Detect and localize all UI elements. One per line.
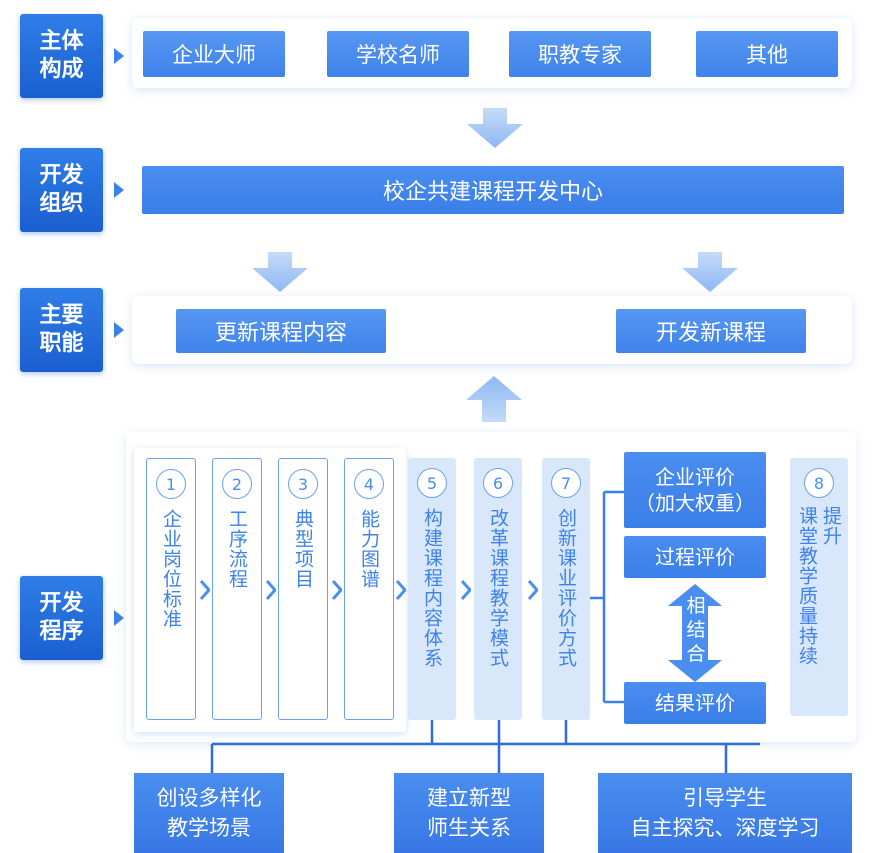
step-number: 3 bbox=[288, 469, 318, 499]
step-6-card: 6 改革课程教学模式 bbox=[474, 458, 522, 720]
step-number: 8 bbox=[804, 468, 834, 498]
row-label-functions: 主要 职能 bbox=[20, 288, 103, 372]
step-text: 构建课程内容体系 bbox=[421, 508, 443, 668]
step-3-card: 3 典型项目 bbox=[278, 458, 328, 720]
step-2-card: 2 工序流程 bbox=[212, 458, 262, 720]
result-evaluation: 结果评价 bbox=[624, 682, 766, 724]
step-5-card: 5 构建课程内容体系 bbox=[408, 458, 456, 720]
step-8-card: 8 提升 课堂教学质量持续 bbox=[790, 458, 848, 716]
chevron-right-icon bbox=[396, 580, 406, 600]
double-arrow-icon bbox=[668, 584, 722, 682]
arrow-down-icon bbox=[682, 252, 738, 292]
outcome-teaching-scenes: 创设多样化 教学场景 bbox=[134, 773, 284, 853]
row-label-subject: 主体 构成 bbox=[20, 14, 103, 98]
row-pointer-icon bbox=[114, 610, 124, 626]
process-evaluation: 过程评价 bbox=[624, 536, 766, 578]
subject-chip-vocational-expert: 职教专家 bbox=[509, 31, 651, 77]
step-text: 创新课业评价方式 bbox=[555, 508, 577, 668]
subject-chip-other: 其他 bbox=[696, 31, 838, 77]
step-8-text-line2: 课堂教学质量持续 bbox=[796, 506, 818, 666]
row-label-procedure: 开发 程序 bbox=[20, 576, 103, 660]
chevron-right-icon bbox=[332, 580, 342, 600]
function-new-course: 开发新课程 bbox=[616, 309, 806, 353]
step-text: 能力图谱 bbox=[358, 509, 380, 589]
step-text: 改革课程教学模式 bbox=[487, 508, 509, 668]
combine-label: 相 结 合 bbox=[686, 595, 706, 665]
step-number: 4 bbox=[354, 469, 384, 499]
arrow-down-icon bbox=[467, 108, 523, 148]
bracket-connector bbox=[590, 490, 624, 704]
arrow-down-icon bbox=[252, 252, 308, 292]
step-text: 工序流程 bbox=[226, 509, 248, 589]
chevron-right-icon bbox=[528, 580, 538, 600]
row-pointer-icon bbox=[114, 182, 124, 198]
course-development-center: 校企共建课程开发中心 bbox=[142, 166, 844, 214]
step-7-card: 7 创新课业评价方式 bbox=[542, 458, 590, 720]
arrow-up-icon bbox=[466, 376, 522, 422]
step-text: 典型项目 bbox=[292, 509, 314, 589]
function-update-content: 更新课程内容 bbox=[176, 309, 386, 353]
outcome-connector bbox=[210, 720, 760, 776]
chevron-right-icon bbox=[200, 580, 210, 600]
subject-chip-enterprise-master: 企业大师 bbox=[143, 31, 285, 77]
row-pointer-icon bbox=[114, 322, 124, 338]
subject-chip-school-teacher: 学校名师 bbox=[327, 31, 469, 77]
step-1-card: 1 企业岗位标准 bbox=[146, 458, 196, 720]
step-4-card: 4 能力图谱 bbox=[344, 458, 394, 720]
step-text: 企业岗位标准 bbox=[160, 509, 182, 629]
enterprise-evaluation: 企业评价 （加大权重） bbox=[624, 452, 766, 528]
step-8-text-line1: 提升 bbox=[820, 506, 842, 546]
step-number: 1 bbox=[156, 469, 186, 499]
step-number: 5 bbox=[417, 468, 447, 498]
row-pointer-icon bbox=[114, 48, 124, 64]
outcome-teacher-student-relation: 建立新型 师生关系 bbox=[394, 773, 544, 853]
step-number: 7 bbox=[551, 468, 581, 498]
chevron-right-icon bbox=[266, 580, 276, 600]
chevron-right-icon bbox=[461, 580, 471, 600]
row-label-organization: 开发 组织 bbox=[20, 148, 103, 232]
step-number: 2 bbox=[222, 469, 252, 499]
outcome-deep-learning: 引导学生 自主探究、深度学习 bbox=[598, 773, 852, 853]
step-number: 6 bbox=[483, 468, 513, 498]
